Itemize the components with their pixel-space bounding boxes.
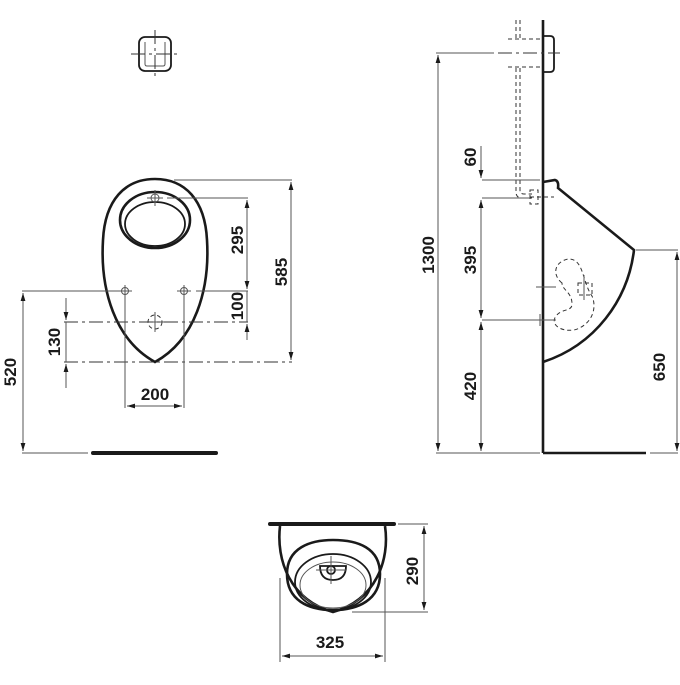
dim-200: 200 [141,385,169,404]
dim-60: 60 [461,148,480,167]
front-view: 585 295 100 520 130 200 [1,177,294,455]
dim-100: 100 [228,292,247,320]
inlet-square-icon [131,30,180,77]
dim-1300: 1300 [419,236,438,274]
side-view: 1300 60 395 420 650 [419,20,680,455]
dim-395: 395 [461,246,480,274]
dim-585: 585 [272,258,291,286]
dim-325: 325 [316,633,344,652]
plan-view: 290 325 [268,522,428,662]
dim-130: 130 [45,328,64,356]
fixing-left-icon [118,285,132,297]
fixing-right-icon [177,285,191,297]
dim-520: 520 [1,358,20,386]
dim-290: 290 [403,557,422,585]
drain-icon [316,556,347,584]
dim-650: 650 [650,353,669,381]
inlet-marker-icon [147,190,163,206]
dim-420: 420 [461,372,480,400]
dim-295: 295 [228,226,247,254]
